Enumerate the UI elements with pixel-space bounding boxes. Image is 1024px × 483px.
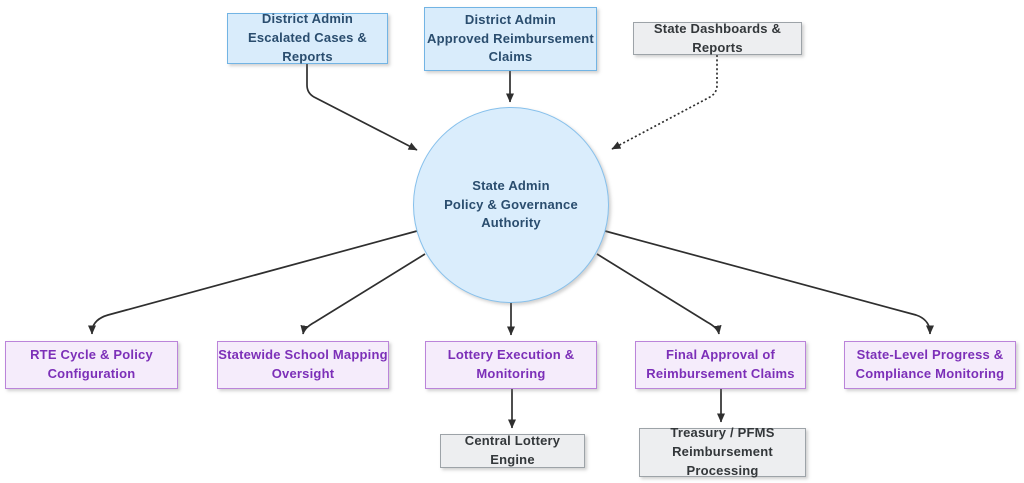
node-final-approval-reimbursement-claims: Final Approval of Reimbursement Claims [635,341,806,389]
edge-state-admin-to-rte [88,230,418,335]
edge-state-admin-to-final-approval [596,253,722,335]
node-state-level-progress-compliance: State-Level Progress & Compliance Monito… [844,341,1016,389]
node-district-admin-approved-claims: District Admin Approved Reimbursement Cl… [424,7,597,71]
node-lottery-execution-monitoring: Lottery Execution & Monitoring [425,341,597,389]
edge-state-admin-to-school-mapping [300,253,426,335]
node-central-lottery-engine: Central Lottery Engine [440,433,585,468]
node-rte-cycle-policy-configuration: RTE Cycle & Policy Configuration [5,341,178,389]
edge-escalated-to-state-admin [306,64,418,151]
node-statewide-school-mapping-oversight: Statewide School Mapping Oversight [217,341,389,389]
edge-state-admin-to-state-progress [604,230,934,335]
node-treasury-pfms-processing: Treasury / PFMS Reimbursement Processing [639,425,806,478]
node-district-admin-escalated-cases: District Admin Escalated Cases & Reports [227,11,388,64]
edge-dashboards-to-state-admin [611,55,718,150]
node-state-admin-authority: State Admin Policy & Governance Authorit… [413,107,609,303]
node-state-dashboards-reports: State Dashboards & Reports [633,21,802,55]
